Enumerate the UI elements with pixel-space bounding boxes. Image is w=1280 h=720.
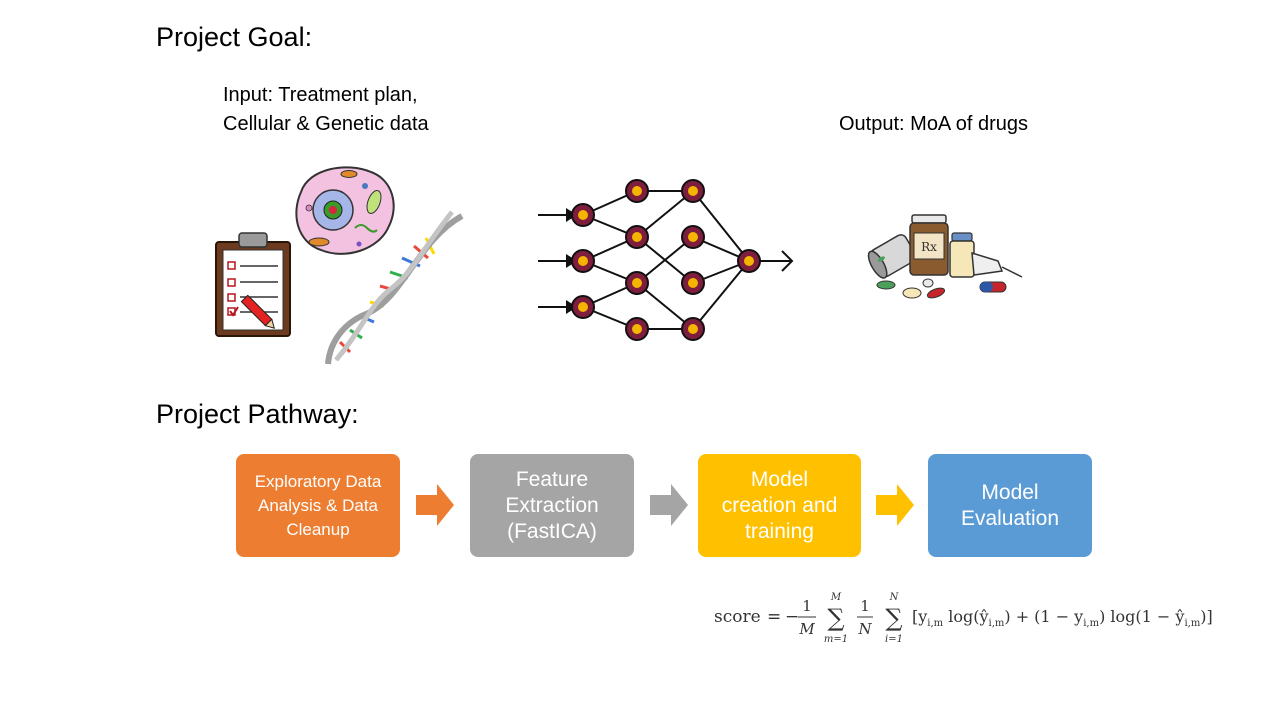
step-feature-extraction-line-2: Extraction <box>505 493 599 517</box>
formula-sum-1-top: M <box>830 592 842 603</box>
formula-body-3-sub: i,m <box>1083 618 1099 629</box>
formula-body-1-sub: i,m <box>927 618 943 629</box>
formula-frac-1-den: M <box>798 620 815 638</box>
formula-score: score <box>714 607 761 627</box>
formula-body-5: )] <box>1200 607 1212 626</box>
step-feature-extraction: Feature Extraction (FastICA) <box>470 454 634 557</box>
step-model-training-label: Model creation and training <box>722 467 838 545</box>
step-model-training: Model creation and training <box>698 454 861 557</box>
step-model-training-line-2: creation and <box>721 493 838 517</box>
formula-body-2: log(ŷ <box>943 607 988 626</box>
cell-icon <box>295 166 395 255</box>
neural-network-diagram <box>538 179 794 341</box>
formula-body-3: ) + (1 − y <box>1004 607 1083 626</box>
step-eda-line-3: Cleanup <box>286 519 350 539</box>
step-eda-line-2: Analysis & Data <box>258 495 378 515</box>
formula-frac-1-num: 1 <box>802 597 812 615</box>
project-pathway-heading: Project Pathway: <box>156 399 359 429</box>
formula-body-1: [y <box>912 607 927 626</box>
project-goal-heading: Project Goal: <box>156 22 313 52</box>
step-feature-extraction-line-3: (FastICA) <box>507 519 597 543</box>
formula-sum-1-bottom: m=1 <box>824 634 848 645</box>
formula-body-4: ) log(1 − ŷ <box>1099 607 1184 626</box>
arrow-yellow <box>876 484 914 526</box>
step-eda: Exploratory Data Analysis & Data Cleanup <box>236 454 400 557</box>
input-caption: Input: Treatment plan, Cellular & Geneti… <box>223 81 429 139</box>
step-model-evaluation-line-1: Model <box>981 480 1039 504</box>
formula-equals: = <box>767 607 781 627</box>
step-model-evaluation-label: Model Evaluation <box>961 480 1059 532</box>
step-feature-extraction-line-1: Feature <box>515 467 589 491</box>
step-model-training-line-1: Model <box>750 467 809 491</box>
formula-frac-2-den: N <box>857 620 872 638</box>
score-formula: score = − 1 M M ∑ m=1 1 N N ∑ i=1 [yi,m … <box>714 592 1213 645</box>
input-caption-line-1: Input: Treatment plan, <box>223 84 418 106</box>
step-eda-label: Exploratory Data Analysis & Data Cleanup <box>255 470 382 542</box>
arrow-orange <box>416 484 454 526</box>
formula-frac-2-num: 1 <box>860 597 870 615</box>
formula-body-2-sub: i,m <box>989 618 1005 629</box>
step-eda-line-1: Exploratory Data <box>254 471 382 491</box>
formula-sum-2-top: N <box>889 592 900 603</box>
step-model-evaluation-line-2: Evaluation <box>960 506 1060 530</box>
dna-icon <box>325 210 464 365</box>
step-model-training-line-3: training <box>745 519 814 543</box>
drugs-icon: Rx <box>867 214 1023 299</box>
clipboard-icon <box>215 232 291 337</box>
step-model-evaluation: Model Evaluation <box>928 454 1092 557</box>
formula-body-4-sub: i,m <box>1184 618 1200 629</box>
prescription-label: Rx <box>921 240 937 254</box>
formula-sum-2-bottom: i=1 <box>885 634 903 645</box>
input-caption-line-2: Cellular & Genetic data <box>223 113 429 135</box>
formula-minus: − <box>785 607 799 627</box>
formula-body: [yi,m log(ŷi,m) + (1 − yi,m) log(1 − ŷi,… <box>912 607 1213 629</box>
step-feature-extraction-label: Feature Extraction (FastICA) <box>505 467 598 545</box>
output-caption: Output: MoA of drugs <box>839 113 1028 135</box>
formula-sum-2: ∑ <box>885 604 902 632</box>
formula-sum-1: ∑ <box>827 604 844 632</box>
arrow-gray <box>650 484 688 526</box>
